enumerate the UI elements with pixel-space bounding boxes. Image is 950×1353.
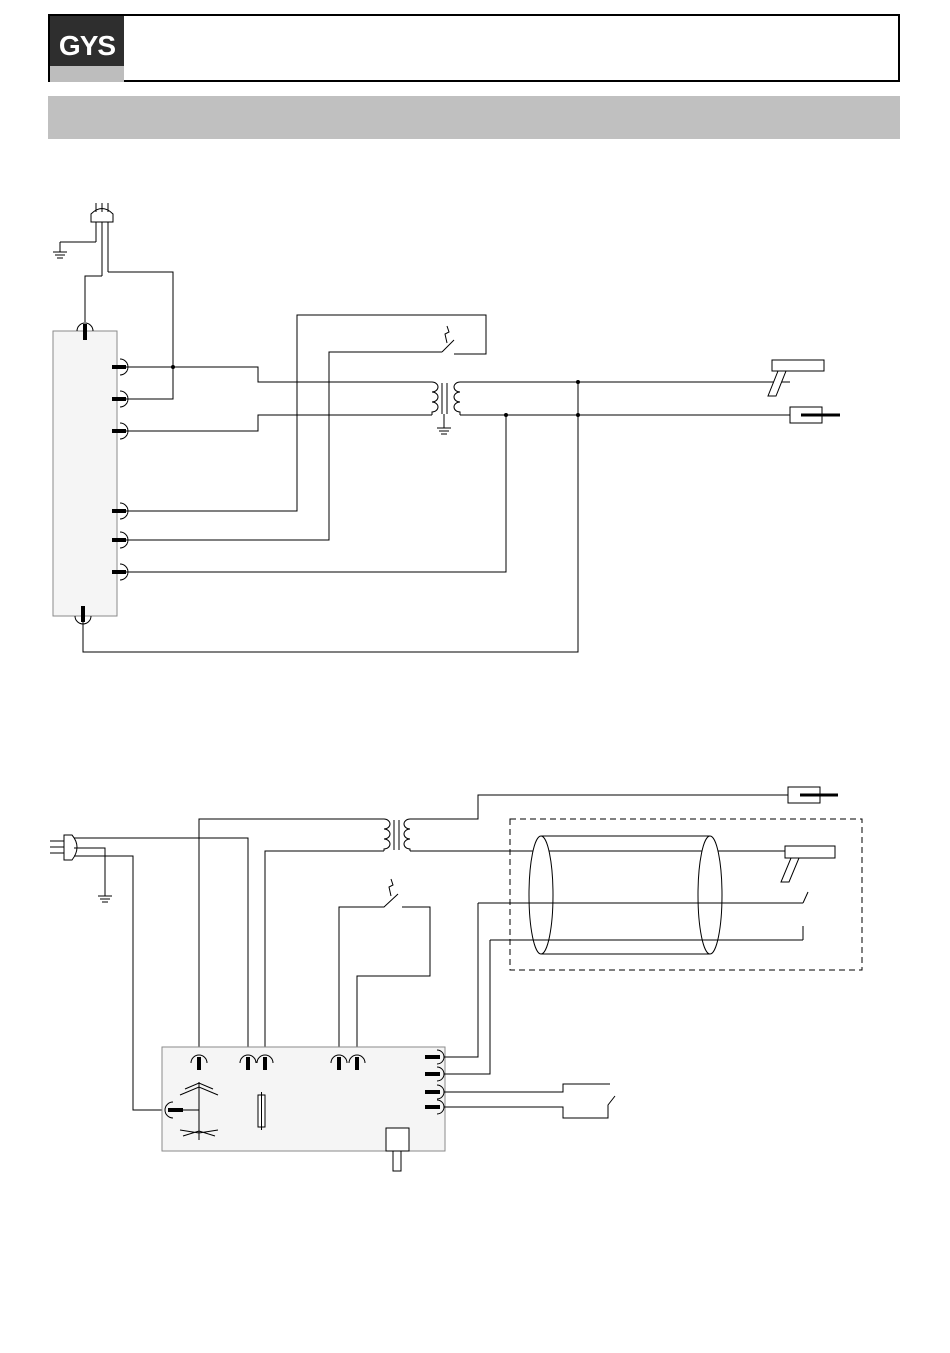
mains-plug-icon	[91, 203, 113, 276]
ground-icon	[98, 886, 112, 902]
potentiometer-icon	[386, 1128, 409, 1171]
torch-icon	[781, 846, 835, 882]
earth-clamp-icon	[788, 787, 838, 803]
cable-bundle	[478, 819, 862, 970]
lower-wiring-diagram	[50, 787, 862, 1171]
earth-clamp-icon	[790, 407, 840, 423]
torch-icon	[768, 360, 824, 396]
ground-icon	[53, 242, 96, 258]
upper-wiring-diagram	[53, 203, 840, 652]
mains-plug-icon	[50, 835, 77, 860]
control-board	[53, 331, 117, 616]
transformer-icon	[432, 382, 460, 434]
thermal-switch-icon	[339, 879, 430, 1057]
thermal-switch-icon	[430, 326, 456, 354]
